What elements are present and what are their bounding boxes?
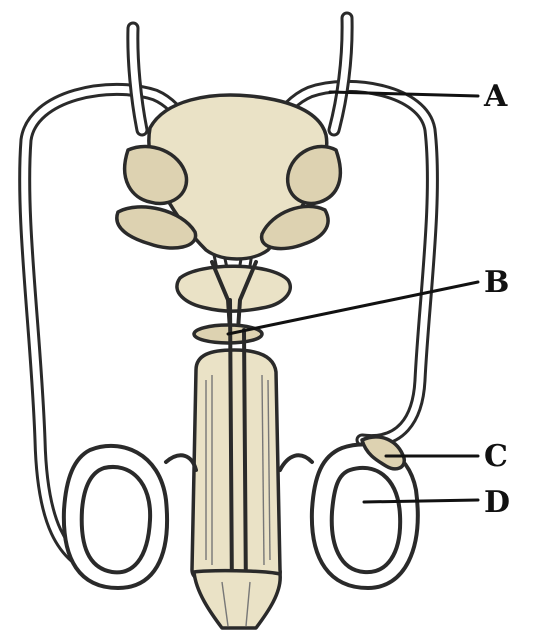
label-c: C bbox=[484, 439, 508, 474]
testis-right-inner bbox=[332, 468, 400, 572]
ureter-right bbox=[334, 18, 347, 130]
ureter-left bbox=[133, 28, 142, 130]
label-d: D bbox=[484, 485, 510, 520]
label-a-line bbox=[330, 92, 478, 96]
penis-shaft bbox=[192, 350, 280, 586]
label-a: A bbox=[483, 79, 508, 114]
glans bbox=[194, 571, 280, 628]
testis-left bbox=[64, 446, 196, 588]
testis-right bbox=[280, 437, 418, 588]
label-d-line bbox=[364, 500, 478, 502]
urethra-wall bbox=[244, 330, 246, 600]
label-b: B bbox=[484, 265, 509, 300]
prostate-gland bbox=[177, 266, 290, 311]
urethra bbox=[230, 300, 232, 600]
